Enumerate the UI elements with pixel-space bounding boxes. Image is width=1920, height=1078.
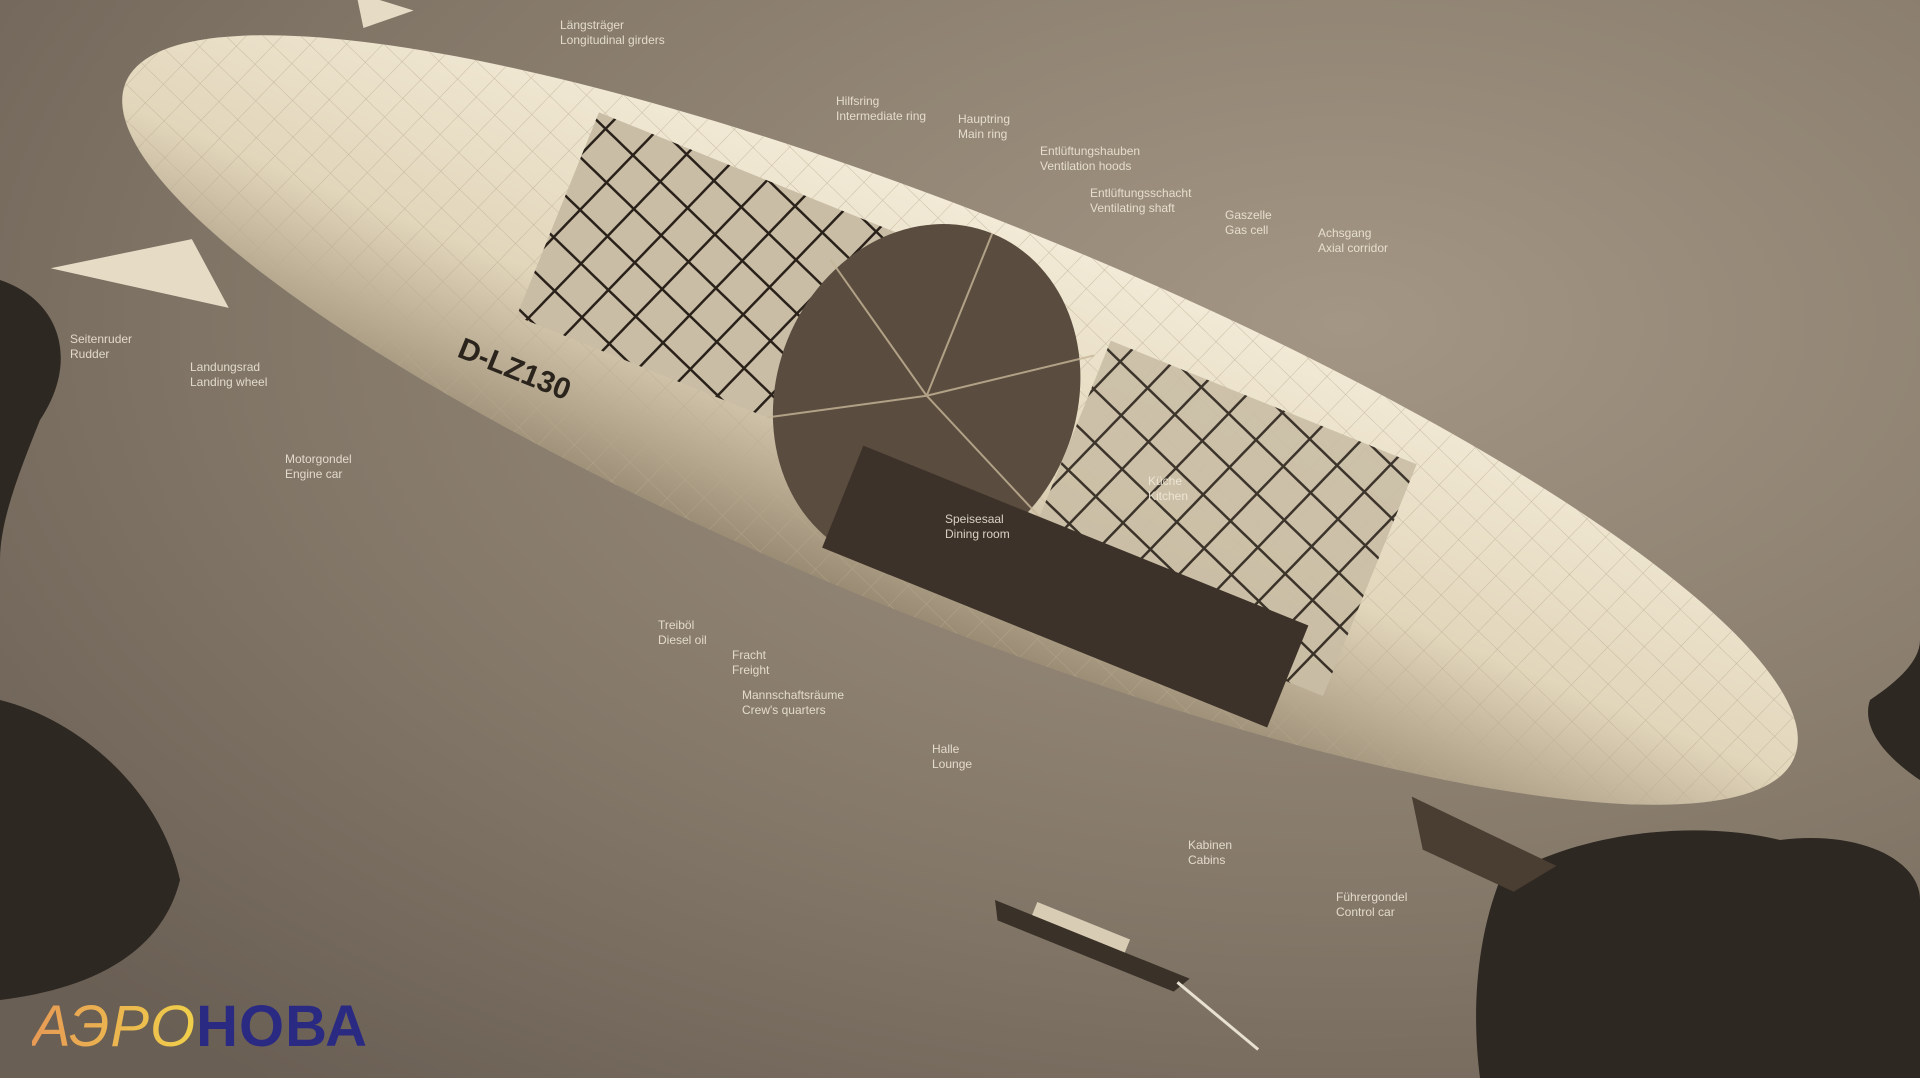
label-en: Kitchen [1148, 489, 1189, 503]
zeppelin [50, 0, 1798, 892]
label-en: Ventilation hoods [1040, 159, 1132, 173]
ship [995, 900, 1260, 1051]
label-en: Diesel oil [658, 633, 707, 647]
label-en: Intermediate ring [836, 109, 927, 123]
label-en: Freight [732, 663, 770, 677]
label-de: Entlüftungshauben [1040, 144, 1141, 158]
label-de: Mannschaftsräume [742, 688, 845, 702]
label-de: Führergondel [1336, 890, 1408, 904]
label-de: Motorgondel [285, 452, 352, 466]
label-en: Main ring [958, 127, 1008, 141]
label-en: Engine car [285, 467, 343, 481]
label-en: Rudder [70, 347, 110, 361]
label-en: Control car [1336, 905, 1395, 919]
label-de: Landungsrad [190, 360, 261, 374]
logo-part-aero: АЭРО [32, 994, 197, 1059]
label-de: Speisesaal [945, 512, 1004, 526]
label-en: Gas cell [1225, 223, 1269, 237]
label-en: Landing wheel [190, 375, 268, 389]
label-de: Kabinen [1188, 838, 1233, 852]
label-de: Küche [1148, 474, 1183, 488]
label-de: Hilfsring [836, 94, 880, 108]
map-land [0, 280, 1920, 1078]
label-de: Treiböl [658, 618, 695, 632]
label-de: Achsgang [1318, 226, 1372, 240]
label-de: Längsträger [560, 18, 625, 32]
label-de: Fracht [732, 648, 767, 662]
label-en: Lounge [932, 757, 973, 771]
aeronova-logo: АЭРОНОВА [32, 998, 368, 1056]
label-en: Longitudinal girders [560, 33, 665, 47]
label-en: Dining room [945, 527, 1010, 541]
label-en: Ventilating shaft [1090, 201, 1175, 215]
label-de: Entlüftungsschacht [1090, 186, 1192, 200]
label-en: Crew's quarters [742, 703, 826, 717]
logo-part-nova: НОВА [196, 994, 369, 1059]
label-de: Seitenruder [70, 332, 133, 346]
label-en: Cabins [1188, 853, 1226, 867]
label-de: Gaszelle [1225, 208, 1272, 222]
label-en: Axial corridor [1318, 241, 1389, 255]
label-de: Hauptring [958, 112, 1011, 126]
label-de: Halle [932, 742, 960, 756]
